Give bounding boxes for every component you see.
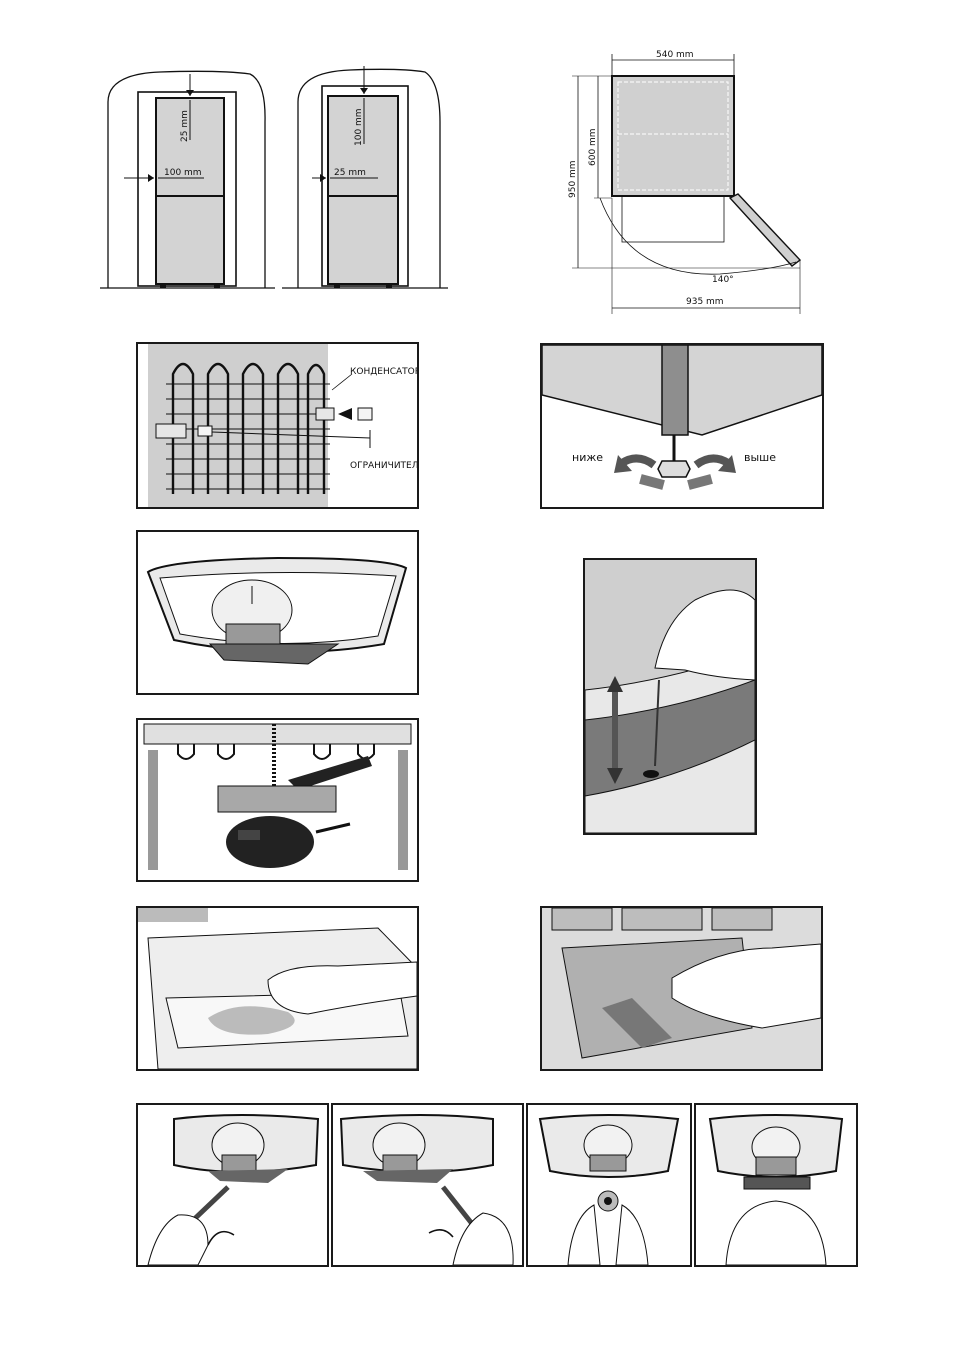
cleaning-figure bbox=[136, 906, 419, 1071]
condenser-figure: КОНДЕНСАТОР ОГРАНИЧИТЕЛЬ bbox=[136, 342, 419, 509]
lower-label: ниже bbox=[572, 451, 603, 464]
dimensions-figure: 540 mm 950 mm 600 mm 140° 935 mm bbox=[560, 48, 810, 318]
depth-label: 935 mm bbox=[686, 297, 724, 307]
limiter-label: ОГРАНИЧИТЕЛЬ bbox=[350, 461, 417, 471]
clearance-figure: 25 mm 100 mm 100 mm 25 mm bbox=[100, 62, 450, 292]
lamp-step-3-figure bbox=[526, 1103, 692, 1267]
foot-nut bbox=[658, 461, 690, 477]
upper-height-label: 600 mm bbox=[588, 128, 598, 166]
lamp-step-2-figure bbox=[331, 1103, 524, 1267]
total-height-label: 950 mm bbox=[568, 160, 578, 198]
right-side-gap-label: 25 mm bbox=[334, 168, 366, 178]
lamp-step-1-figure bbox=[136, 1103, 329, 1267]
condenser-label: КОНДЕНСАТОР bbox=[350, 367, 417, 377]
higher-label: выше bbox=[744, 451, 776, 464]
lamp-cover-figure bbox=[136, 530, 419, 695]
lamp-step-4-figure bbox=[694, 1103, 858, 1267]
right-top-gap-label: 100 mm bbox=[354, 108, 364, 146]
width-label: 540 mm bbox=[656, 50, 694, 60]
drain-hole-figure bbox=[583, 558, 757, 835]
door-angle-label: 140° bbox=[712, 275, 734, 285]
compressor-figure bbox=[136, 718, 419, 882]
drawer-figure bbox=[540, 906, 823, 1071]
left-side-gap-label: 100 mm bbox=[164, 168, 202, 178]
feet-figure: ниже выше bbox=[540, 343, 824, 509]
left-top-gap-label: 25 mm bbox=[180, 110, 190, 142]
